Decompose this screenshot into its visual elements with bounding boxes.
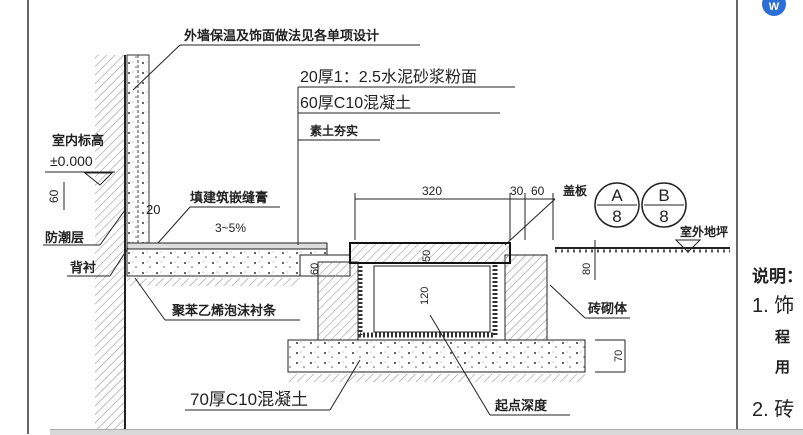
dim-320: 320: [422, 184, 442, 198]
section-sheet: 8: [659, 207, 668, 226]
dim-60-top: 60: [531, 184, 545, 198]
channel-lining: [357, 262, 498, 338]
dim-80: 80: [581, 263, 593, 275]
cover-plate: [349, 242, 511, 264]
dim-70: 70: [613, 350, 625, 362]
base-slab: [287, 339, 586, 373]
label-concrete-60: 60厚C10混凝土: [300, 94, 411, 112]
label-indoor-level-value: ±0.000: [50, 153, 93, 169]
notes-line-1c: 用: [775, 358, 790, 376]
section-letter: B: [658, 186, 669, 205]
dim-60-slab: 60: [309, 263, 321, 275]
label-wall-finish: 外墙保温及饰面做法见各单项设计: [183, 28, 379, 44]
mortar-layer: [126, 242, 328, 250]
indoor-level-symbol: [83, 172, 114, 186]
dim-60-left: 60: [47, 189, 61, 203]
section-mark-a: A 8: [594, 182, 640, 228]
label-damp-proof: 防潮层: [45, 230, 84, 246]
leader-lines: [43, 44, 630, 416]
section-mark-b: B 8: [641, 182, 687, 228]
section-letter: A: [611, 186, 623, 205]
notes-line-1: 1. 饰: [752, 294, 794, 317]
label-slope: 3~5%: [215, 221, 246, 235]
dim-50: 50: [421, 250, 433, 262]
channel-interior: [373, 265, 491, 333]
label-soil: 素土夯实: [310, 123, 358, 138]
label-sealant: 填建筑嵌缝膏: [190, 190, 268, 206]
floor-slab: [126, 248, 328, 277]
brick-left: [317, 261, 359, 341]
label-cover: 盖板: [563, 183, 588, 198]
horizontal-scrollbar[interactable]: [50, 429, 803, 435]
label-indoor-level: 室内标高: [52, 133, 104, 149]
section-sheet: 8: [612, 207, 621, 226]
brick-right: [504, 254, 548, 341]
level-symbol: [674, 239, 702, 253]
notes-title: 说明：: [752, 266, 803, 287]
label-mortar: 20厚1：2.5水泥砂浆粉面: [300, 68, 477, 86]
label-outdoor-ground: 室外地坪: [680, 224, 728, 239]
dim-20: 20: [146, 202, 160, 217]
notes-line-2: 2. 砖: [752, 398, 794, 421]
label-concrete-70: 70厚C10混凝土: [190, 390, 308, 409]
label-start-depth: 起点深度: [494, 398, 548, 414]
label-brick: 砖砌体: [588, 301, 628, 317]
dim-30: 30: [510, 184, 524, 198]
word-icon[interactable]: W: [762, 0, 786, 16]
dim-120: 120: [419, 287, 431, 305]
label-foam-strip: 聚苯乙烯泡沫衬条: [171, 303, 277, 319]
label-backing: 背衬: [70, 260, 96, 276]
notes-line-1b: 程: [775, 328, 790, 346]
